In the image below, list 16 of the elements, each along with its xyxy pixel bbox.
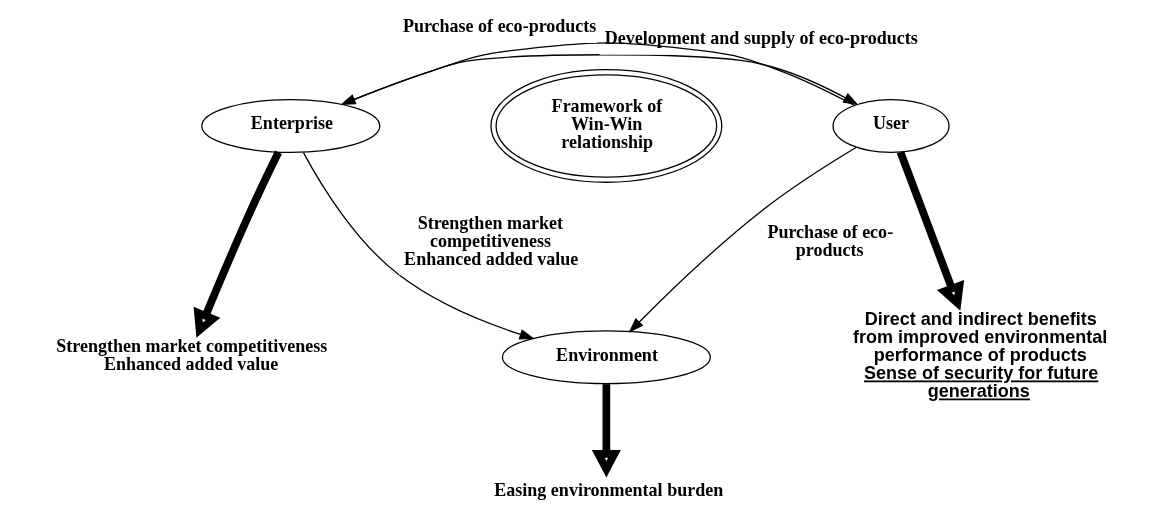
edge-label: Development and supply of eco-products <box>604 28 918 49</box>
node-ellipse: Enterprise <box>200 98 380 153</box>
arrow <box>628 146 857 333</box>
edge-label: Purchase of eco-products <box>402 16 596 37</box>
node-text: Easing environmental burden <box>493 480 723 501</box>
node-text: Direct and indirect benefits from improved environmental performance of products Sense of security for future generations <box>852 309 1107 402</box>
edge-label: Strengthen market competitiveness Enhanced added value <box>403 212 578 269</box>
node-ellipse: Framework of Win-Win relationship <box>489 69 722 183</box>
arrow <box>896 150 964 311</box>
arrow <box>339 42 855 106</box>
edge-label: Purchase of eco-products <box>766 221 893 260</box>
arrow <box>193 150 282 338</box>
arrow <box>340 54 859 106</box>
arrow <box>302 151 535 340</box>
node-ellipse: User <box>831 98 950 153</box>
node-text: Strengthen market competitiveness Enhanced added value <box>55 336 327 375</box>
